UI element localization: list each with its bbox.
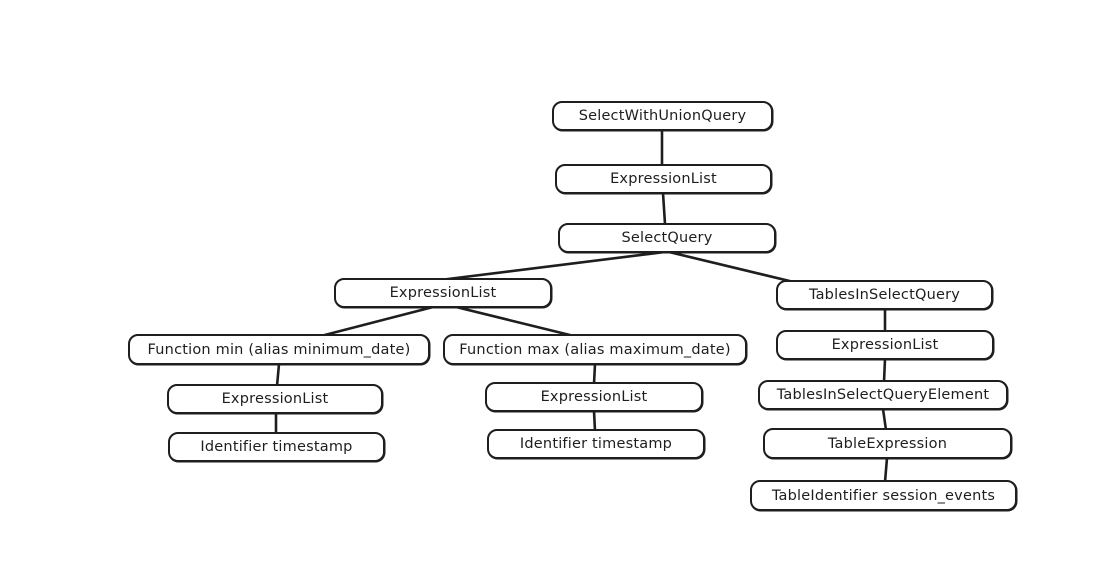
edge-n6-n9 xyxy=(592,362,597,386)
tree-node-function-min: Function min (alias minimum_date) xyxy=(128,334,430,365)
tree-node-expression-list-min: ExpressionList xyxy=(167,384,383,414)
tree-node-identifier-timestamp-min: Identifier timestamp xyxy=(168,432,385,462)
tree-node-function-max: Function max (alias maximum_date) xyxy=(443,334,747,365)
tree-node-select-query: SelectQuery xyxy=(558,223,776,253)
edge-n1-n2 xyxy=(661,191,667,226)
edge-n5-n8 xyxy=(275,362,281,388)
edge-n2-n4 xyxy=(667,250,804,286)
tree-node-expression-list-top: ExpressionList xyxy=(555,164,772,194)
tree-node-expression-list-select: ExpressionList xyxy=(334,278,552,308)
edge-n13-n14 xyxy=(883,456,889,484)
edge-n7-n10 xyxy=(882,357,887,384)
edge-n3-n6 xyxy=(450,304,580,339)
tree-node-table-expression: TableExpression xyxy=(763,428,1012,459)
edge-n2-n3 xyxy=(430,250,667,283)
tree-node-tables-in-select-query: TablesInSelectQuery xyxy=(776,280,993,310)
edge-n3-n5 xyxy=(315,304,439,339)
tree-node-table-identifier-session-events: TableIdentifier session_events xyxy=(750,480,1017,511)
tree-node-tables-in-select-query-element: TablesInSelectQueryElement xyxy=(758,380,1008,410)
tree-node-expression-list-tables: ExpressionList xyxy=(776,330,994,360)
tree-node-expression-list-max: ExpressionList xyxy=(485,382,703,412)
tree-node-identifier-timestamp-max: Identifier timestamp xyxy=(487,429,705,459)
tree-node-select-with-union-query: SelectWithUnionQuery xyxy=(552,101,773,131)
edge-n10-n13 xyxy=(881,407,888,432)
edge-n9-n12 xyxy=(592,409,597,433)
